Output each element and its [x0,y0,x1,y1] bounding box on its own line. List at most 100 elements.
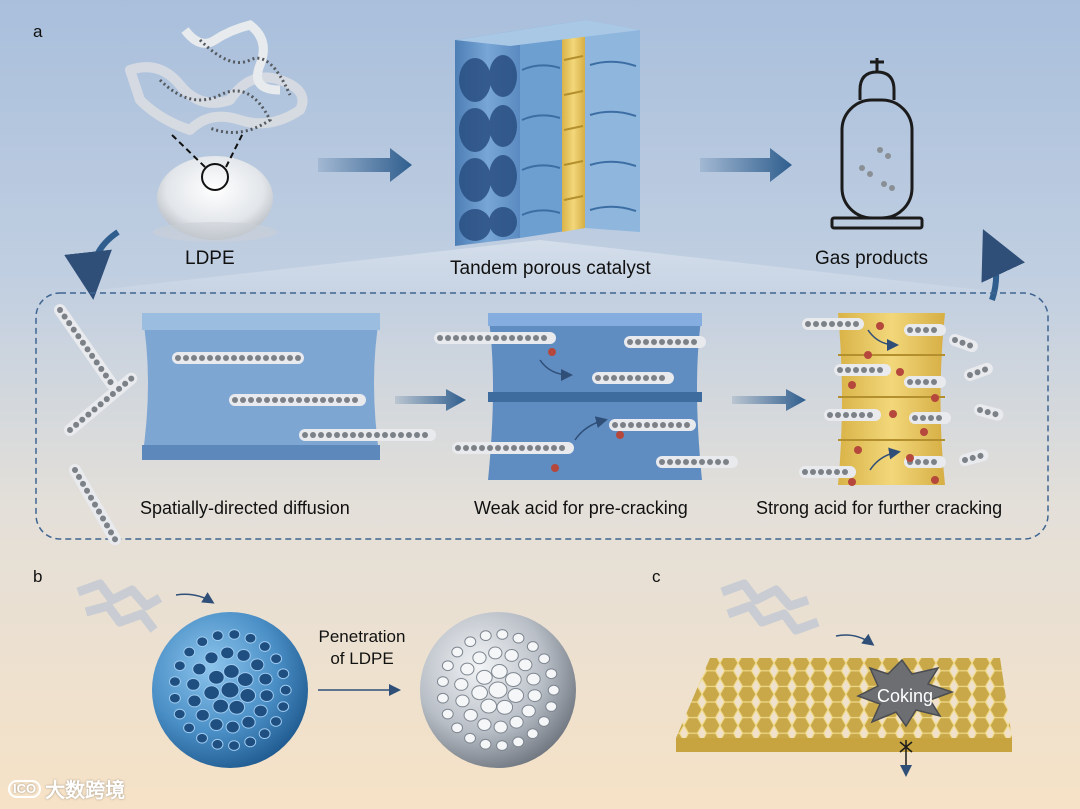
panel-b-approach-arrow [175,592,215,604]
acid-site [920,428,928,436]
pore [228,699,246,715]
pore [258,728,271,739]
label-ldpe: LDPE [185,248,235,269]
pore [436,692,449,704]
panel-a-letter: a [33,22,43,41]
pore [228,740,240,751]
acid-site [616,431,624,439]
pore [253,704,268,718]
polymer-chain [964,362,993,381]
panel-b-chain [76,579,163,633]
label-stage-strong-acid: Strong acid for further cracking [756,498,1003,518]
acid-site [889,410,897,418]
stage1-channel [142,313,380,460]
pore [512,736,525,748]
pore [496,740,508,751]
pore [195,708,210,722]
pore [209,718,224,731]
pore [220,646,235,660]
pore [220,681,240,699]
label-stage-diffusion: Spatially-directed diffusion [140,498,350,518]
acid-site [876,322,884,330]
watermark-text: 大数跨境 [45,780,126,802]
acid-site [906,454,914,462]
reaction-arrows [539,329,901,471]
pore [509,715,524,729]
ldpe-pellet-pile [153,132,277,242]
pore [504,649,519,662]
label-stage-weak-acid: Weak acid for pre-cracking [474,498,688,518]
pore [203,685,220,701]
pore [505,672,522,688]
sphere-pores-gray [436,629,560,751]
polymer-chain [229,394,366,406]
pore [464,732,476,744]
pore [477,718,492,731]
pore [239,688,257,703]
pore [441,708,454,720]
pore [183,646,196,658]
pore [258,672,273,686]
pore [507,688,525,703]
pore [454,678,469,691]
polymer-chain [299,429,436,441]
polymer-chain [656,456,738,468]
acid-site [548,348,556,356]
pore [269,716,282,727]
panel-c-chain [720,579,820,635]
focus-beam [80,240,1000,292]
pore [223,664,240,679]
pore [479,630,492,642]
polymer-chain [452,442,574,454]
pore [496,699,514,715]
pore [279,684,292,696]
label-penetration-line1: Penetration [318,627,406,646]
pore [472,651,487,665]
stage-arrow-1 [395,389,466,411]
pore [168,692,181,704]
pore [270,653,283,665]
block-mark-icon [899,741,913,753]
label-catalyst: Tandem porous catalyst [450,258,651,279]
panel-c-letter: c [652,567,661,586]
pore [441,660,454,672]
pore [545,668,558,680]
pore [463,708,478,722]
pore [241,715,256,729]
pore [225,720,240,734]
pore [464,636,477,648]
pore [259,689,274,702]
polymer-chain [904,324,946,336]
pore [545,701,558,712]
tandem-catalyst-block [455,20,640,246]
pore [455,694,470,708]
pore [196,732,208,744]
pore [488,646,503,660]
pore [491,664,508,679]
pore [192,662,207,676]
polymer-chains [54,304,1004,546]
label-coking: Coking [877,686,934,706]
pore [451,722,464,734]
pore [451,646,464,658]
pore [204,651,219,665]
polymer-chain [974,404,1004,421]
pore [493,720,508,734]
pore [186,678,201,691]
pore [168,676,181,687]
pore [183,722,196,734]
label-gas-products: Gas products [815,248,928,269]
polymer-chain [959,449,989,466]
pore [526,672,541,686]
polymer-chain [64,372,138,436]
pore [488,681,508,699]
polymer-chain [802,318,864,330]
stage2-channel [488,313,702,480]
pore [244,632,257,644]
pore [527,689,542,702]
pore [436,676,449,687]
acid-site [896,368,904,376]
curved-arrow-up [981,229,1025,301]
pore [258,641,271,652]
